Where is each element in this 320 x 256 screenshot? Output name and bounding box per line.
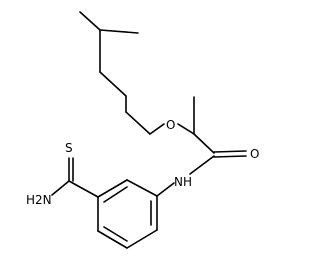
carbonyl-group (189, 150, 247, 175)
ring-bond-5 (97, 179, 128, 198)
bond-carbonyl-n (189, 155, 215, 175)
bond-carbonyl-double-b (213, 155, 247, 158)
ring-bond-3 (97, 230, 128, 249)
bond-c-o-ether (149, 123, 165, 135)
isohexyl-chain (79, 11, 151, 135)
benzene-ring (97, 179, 158, 249)
bond-thiocarbon-n (51, 180, 70, 196)
bond-chain-2 (99, 71, 127, 97)
bond-methyl-left (79, 11, 101, 31)
bond-alpha-carbonyl (193, 133, 215, 154)
ring-inner-3 (103, 186, 128, 203)
atom-nitrogen-amide: NH (174, 175, 192, 189)
bond-n-ring (156, 182, 175, 197)
atom-sulfur: S (65, 141, 73, 155)
bond-methyl-right (99, 29, 139, 34)
ring-inner-2 (103, 226, 128, 242)
atom-oxygen-ether: O (166, 118, 175, 132)
alpha-carbon (193, 96, 215, 154)
ring-bond-2 (126, 229, 158, 249)
thioamide-group (51, 157, 99, 198)
atom-nitrogen-amine: H2N (26, 193, 52, 207)
ring-bond-6 (126, 179, 158, 197)
bond-ring-thiocarbon (68, 180, 99, 198)
bond-chain-4 (125, 111, 151, 135)
ether-linkage (149, 123, 195, 135)
chemical-structure-diagram: O O NH S H2N (26, 11, 259, 249)
bond-o-ch (177, 123, 195, 135)
atom-oxygen-carbonyl: O (250, 147, 259, 161)
bond-carbonyl-double-a (213, 150, 247, 153)
